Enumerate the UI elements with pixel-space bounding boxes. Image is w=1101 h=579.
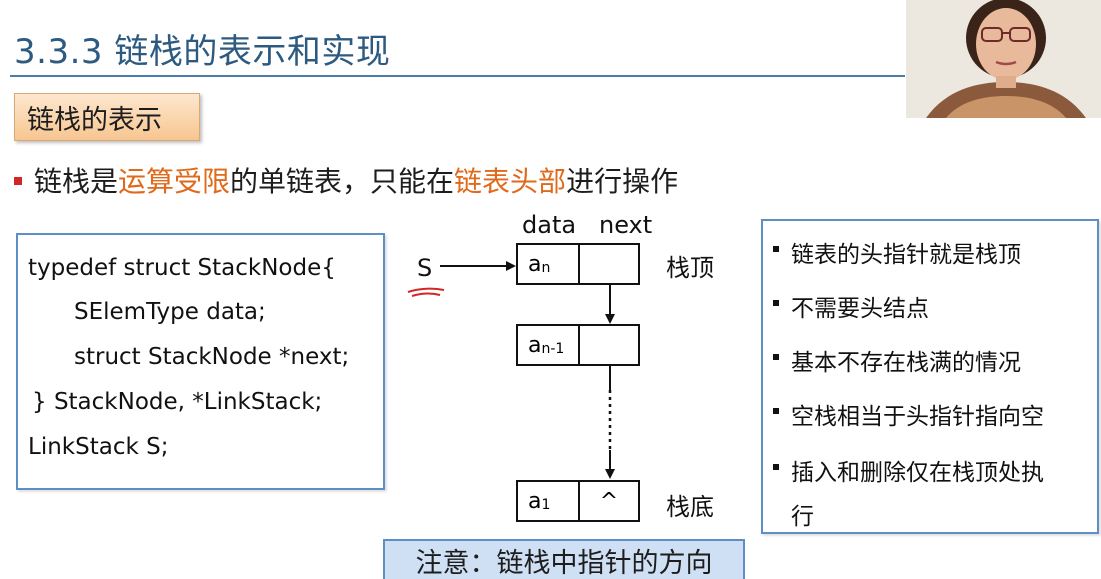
note-bullet [773, 246, 779, 252]
note-item: 链表的头指针就是栈顶 [773, 235, 1021, 269]
node-next-cell: ^ [599, 488, 619, 514]
node-next-cell [580, 245, 638, 283]
code-line: LinkStack S; [28, 434, 169, 460]
node-subscript: n-1 [541, 341, 565, 357]
stack-bottom-label: 栈底 [666, 493, 714, 521]
node-subscript: n [541, 260, 551, 276]
stack-top-label: 栈顶 [666, 254, 714, 282]
slide-title: 3.3.3 链栈的表示和实现 [14, 32, 391, 72]
note-text: 行 [791, 504, 814, 530]
header-next-label: next [599, 211, 653, 239]
header-data-label: data [522, 211, 577, 239]
arrow-head [605, 314, 615, 324]
note-bullet [773, 408, 779, 414]
instructor-video [906, 0, 1101, 118]
code-line: struct StackNode *next; [74, 344, 350, 370]
arrow-head [506, 261, 516, 271]
code-line: SElemType data; [74, 299, 266, 325]
note-item: 不需要头结点 [773, 289, 929, 323]
note-item: 空栈相当于头指针指向空 [773, 397, 1044, 431]
ink-mark [407, 287, 445, 293]
presenter-image [906, 0, 1101, 118]
node-data: a [528, 251, 542, 277]
code-line: typedef struct StackNode{ [28, 255, 336, 281]
note-bullet [773, 464, 779, 470]
code-line: } StackNode, *LinkStack; [32, 389, 323, 415]
ink-mark [411, 292, 441, 297]
bullet-text-3: 进行操作 [566, 165, 679, 198]
node-subscript: 1 [541, 497, 551, 513]
arrow-head [605, 469, 615, 479]
note-text: 链表的头指针就是栈顶 [791, 242, 1021, 268]
pointer-label: S [417, 254, 433, 282]
bullet-marker [14, 177, 22, 185]
node-data: a [528, 488, 542, 514]
code-box: typedef struct StackNode{ SElemType data… [16, 233, 385, 490]
section-label: 链栈的表示 [14, 93, 200, 141]
notes-box: 链表的头指针就是栈顶 不需要头结点 基本不存在栈满的情况 空栈相当于头指针指向空… [761, 219, 1099, 534]
bullet-text-1: 链栈是 [34, 165, 119, 198]
node-data: a [528, 332, 542, 358]
diagram-arrows [407, 261, 615, 479]
note-item-continuation: 行 [791, 497, 814, 531]
attention-text: 注意：链栈中指针的方向 [415, 547, 713, 579]
note-text: 不需要头结点 [791, 296, 929, 322]
note-text: 基本不存在栈满的情况 [791, 350, 1021, 376]
node-next-cell [580, 326, 638, 364]
bullet-highlight-1: 运算受限 [118, 165, 231, 198]
title-underline [10, 75, 905, 77]
note-bullet [773, 354, 779, 360]
main-bullet: 链栈是运算受限的单链表，只能在链表头部进行操作 [14, 160, 678, 200]
bullet-highlight-2: 链表头部 [454, 165, 567, 198]
note-item: 基本不存在栈满的情况 [773, 343, 1021, 377]
note-text: 插入和删除仅在栈顶处执 [791, 460, 1044, 486]
attention-banner: 注意：链栈中指针的方向 [383, 539, 745, 579]
note-item: 插入和删除仅在栈顶处执 [773, 453, 1044, 487]
section-label-text: 链栈的表示 [27, 104, 162, 136]
note-bullet [773, 300, 779, 306]
note-text: 空栈相当于头指针指向空 [791, 404, 1044, 430]
bullet-text-2: 的单链表，只能在 [230, 165, 455, 198]
